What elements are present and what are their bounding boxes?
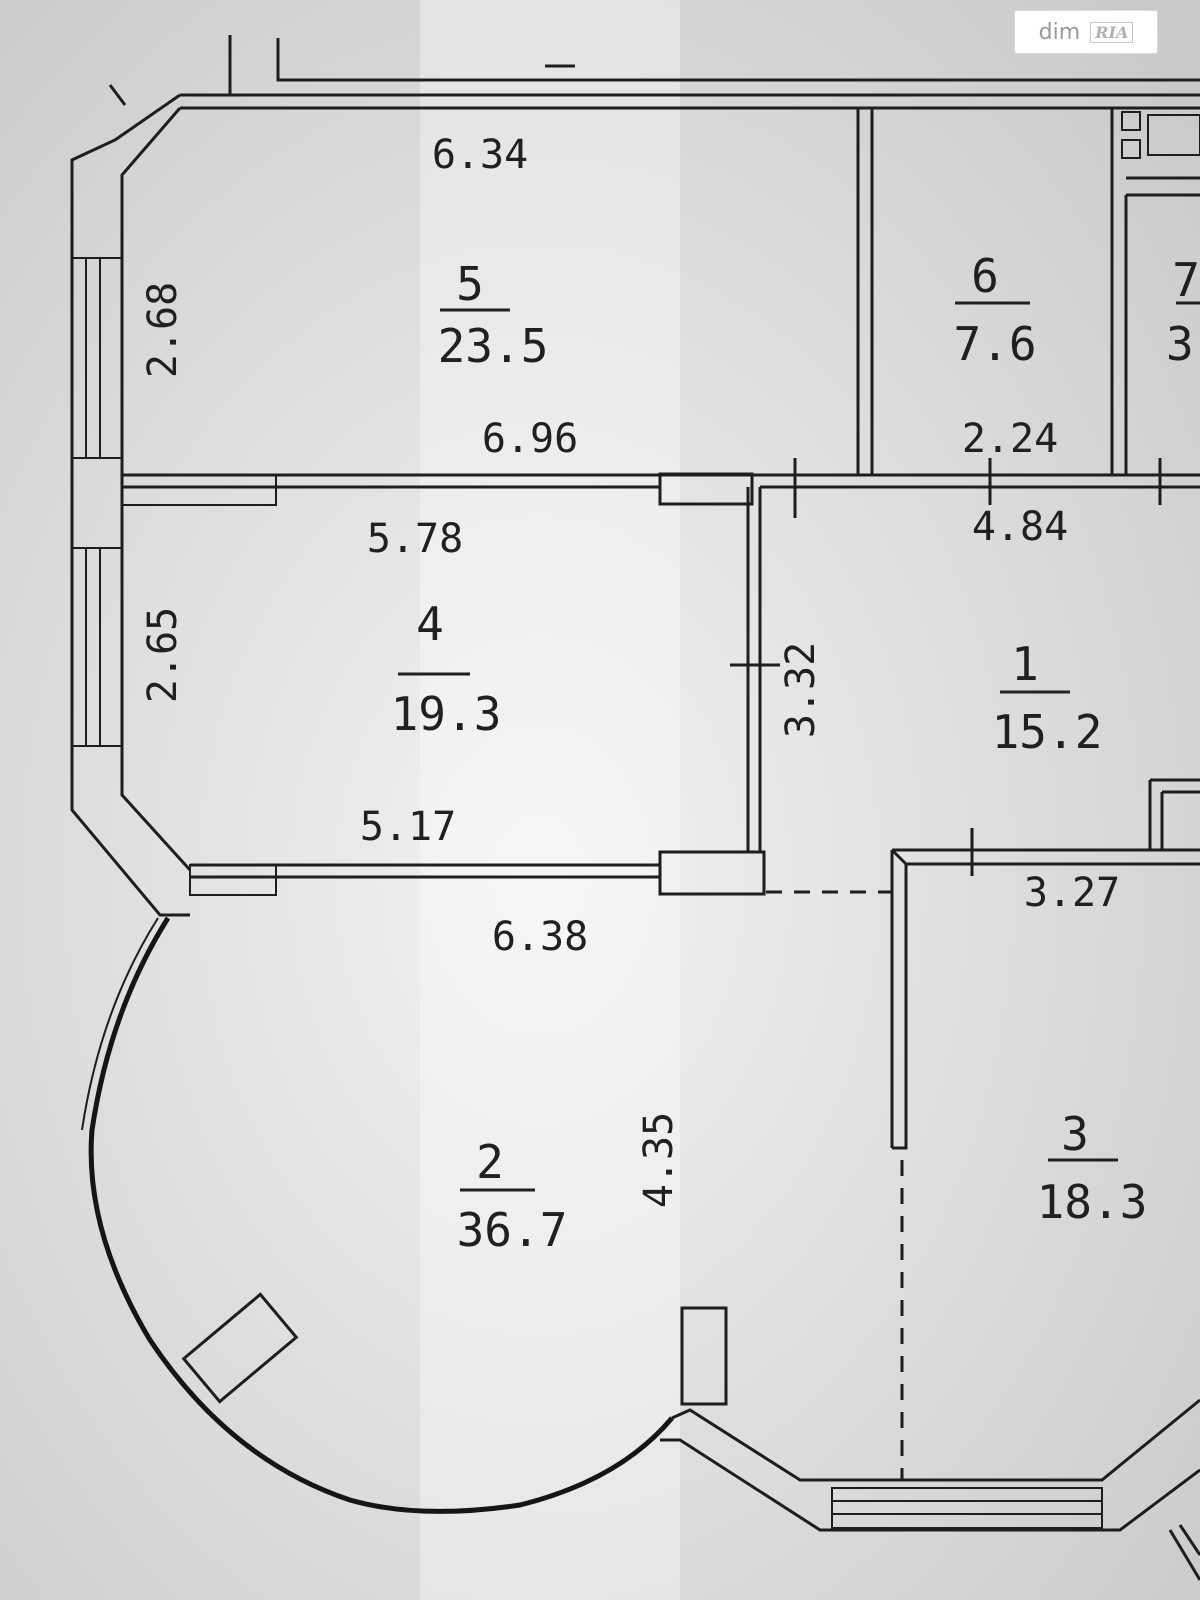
room-5-label: 5 23.5 [438, 257, 549, 373]
room-1-label: 1 15.2 [992, 637, 1103, 759]
watermark-ria-logo: RIA [1090, 21, 1134, 43]
room-4-label: 4 19.3 [391, 597, 502, 741]
dimension-labels: 6.34 2.68 6.96 2.24 5.78 2.65 5.17 4.84 … [140, 132, 1120, 1208]
room-6-area: 7.6 [953, 317, 1036, 371]
room-3-area: 18.3 [1037, 1175, 1148, 1229]
dim-room4-side: 2.65 [140, 607, 186, 703]
dim-room4-bottom: 5.17 [360, 804, 456, 850]
room-3-label: 3 18.3 [1037, 1107, 1148, 1229]
room-6-number: 6 [971, 249, 999, 303]
dim-room5-bottom: 6.96 [482, 416, 578, 462]
outer-walls [70, 35, 1200, 1581]
dim-room2-top: 6.38 [492, 914, 588, 960]
dim-room2-side: 4.35 [636, 1112, 682, 1208]
room-7-area: 3 [1166, 317, 1194, 371]
glare-band [420, 0, 680, 1600]
room-4-number: 4 [416, 597, 444, 651]
room-2-number: 2 [476, 1135, 504, 1189]
room-5-area: 23.5 [438, 319, 549, 373]
room-4-area: 19.3 [391, 687, 502, 741]
room-2-area: 36.7 [457, 1203, 568, 1257]
dim-room6-bottom: 2.24 [962, 416, 1058, 462]
dim-room1-side: 3.32 [778, 642, 824, 738]
room-1-number: 1 [1011, 637, 1039, 691]
dim-room4-top: 5.78 [367, 516, 463, 562]
room-6-label: 6 7.6 [953, 249, 1036, 371]
dim-room3-top: 3.27 [1024, 870, 1120, 916]
dim-room5-side: 2.68 [140, 282, 186, 378]
room-1-area: 15.2 [992, 705, 1103, 759]
room-7-number: 7 [1172, 253, 1200, 307]
dimria-watermark: dim RIA [1014, 10, 1158, 54]
room-5-number: 5 [456, 257, 484, 311]
dim-room1-top: 4.84 [972, 504, 1068, 550]
dim-room5-top: 6.34 [432, 132, 528, 178]
interior-walls [121, 108, 1200, 1480]
room-7-label: 7 3 [1166, 253, 1200, 371]
room-2-label: 2 36.7 [457, 1135, 568, 1257]
watermark-brand-text: dim [1038, 19, 1081, 45]
room-3-number: 3 [1061, 1107, 1089, 1161]
